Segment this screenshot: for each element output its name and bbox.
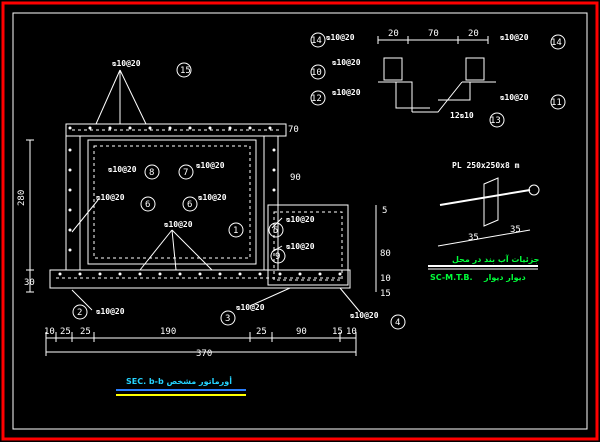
detail-dim-2: 70 [428,29,439,39]
marker-group: 15 8 7 6 6 1 5 9 2 3 4 [72,62,406,330]
detail-label-5: ᴓ10@20 [500,93,529,102]
top-slab [65,123,287,137]
svg-text:7: 7 [183,168,188,178]
waterstop-caption: جزئيات آب بند در محل [452,254,540,264]
svg-text:6: 6 [145,200,150,210]
marker-6 [140,196,156,212]
marker-14b [550,34,566,50]
svg-text:11: 11 [551,98,562,108]
waterstop-dim-1: 35 [468,233,479,243]
svg-text:15: 15 [180,66,191,76]
marker-15 [176,62,192,78]
detail-label-4: ᴓ10@20 [500,33,529,42]
dim-b6: 90 [296,327,307,337]
chamber [87,139,257,265]
detail-label-3: ᴓ10@20 [332,88,361,97]
svg-text:13: 13 [490,116,501,126]
waterstop-subcaption-2: ديوار ديوار [483,273,526,282]
dim-right-1: 5 [382,206,387,216]
detail-label-6: 12ᴓ10 [450,111,474,120]
marker-14 [310,32,326,48]
marker-3 [220,310,236,326]
rebar-label-top: ᴓ10@20 [112,59,141,68]
detail-dim-3: 20 [468,29,479,39]
rebar-label-base-right: ᴓ10@20 [350,311,379,320]
svg-text:12: 12 [311,94,322,104]
rebar-label-inner-left: ᴓ10@20 [108,165,137,174]
dim-total: 370 [196,349,212,359]
svg-text:6: 6 [187,200,192,210]
rebar-label-valve-top: ᴓ10@20 [286,215,315,224]
detail-dim-1: 20 [388,29,399,39]
rebar-label-bottom-slab: ᴓ10@20 [164,220,193,229]
dim-b3: 25 [80,327,91,337]
dim-b7: 15 [332,327,343,337]
main-section: ᴓ10@20 ᴓ10@20 ᴓ10@20 ᴓ10@20 ᴓ10@20 ᴓ10@2… [17,59,406,359]
rebar-label-valve-side: ᴓ10@20 [286,242,315,251]
svg-text:1: 1 [233,226,238,236]
plate-note: PL 250x250x8 m [452,161,520,170]
detail-label-1: ᴓ10@20 [326,33,355,42]
marker-9 [270,248,286,264]
svg-text:3: 3 [225,314,230,324]
dim-mid-right: 90 [290,173,301,183]
waterstop-subcaption: SC-M.T.B. [430,273,473,282]
marker-10 [310,64,326,80]
marker-11 [550,94,566,110]
svg-text:14: 14 [551,38,562,48]
svg-text:10: 10 [311,68,322,78]
dim-b1: 10 [44,327,55,337]
svg-text:9: 9 [275,252,280,262]
dim-right-4: 15 [380,289,391,299]
svg-text:8: 8 [149,168,154,178]
marker-2 [72,304,88,320]
rebar-label-base-left: ᴓ10@20 [96,307,125,316]
marker-13 [489,112,505,128]
svg-text:4: 4 [395,318,400,328]
svg-text:14: 14 [311,36,322,46]
marker-6b [182,196,198,212]
dim-base-height: 30 [24,278,35,288]
marker-12 [310,90,326,106]
detail-label-2: ᴓ10@20 [332,58,361,67]
svg-text:2: 2 [77,308,82,318]
rebar-label-inner-right: ᴓ10@20 [196,161,225,170]
marker-5 [268,222,284,238]
dim-top-right: 70 [288,125,299,135]
bottom-caption-group: SEC. b-b أورماتور مشخص [116,376,246,396]
dim-height: 280 [17,190,27,206]
left-wall [65,135,81,271]
marker-1 [228,222,244,238]
waterstop-dim-2: 35 [510,225,521,235]
rebar-label-base-mid: ᴓ10@20 [236,303,265,312]
dim-b2: 25 [60,327,71,337]
valve-chamber [267,204,349,286]
section-caption: SEC. b-b أورماتور مشخص [126,376,232,387]
marker-7 [178,164,194,180]
marker-4 [390,314,406,330]
detail-right: PL 250x250x8 m 35 35 جزئيات آب بند در مح… [428,161,540,282]
dim-b5: 25 [256,327,267,337]
dim-right-3: 10 [380,274,391,284]
rebar-label-right-wall: ᴓ10@20 [198,193,227,202]
dim-b4: 190 [160,327,176,337]
dim-right-2: 80 [380,249,391,259]
rebar-label-left-wall: ᴓ10@20 [96,193,125,202]
base-slab [49,269,351,289]
detail-top: 20 70 20 ᴓ10@20 ᴓ10@20 ᴓ10@20 ᴓ10@20 ᴓ10… [310,29,566,128]
dim-b8: 10 [346,327,357,337]
marker-8 [144,164,160,180]
inner-frame [12,12,588,430]
svg-text:5: 5 [273,226,278,236]
